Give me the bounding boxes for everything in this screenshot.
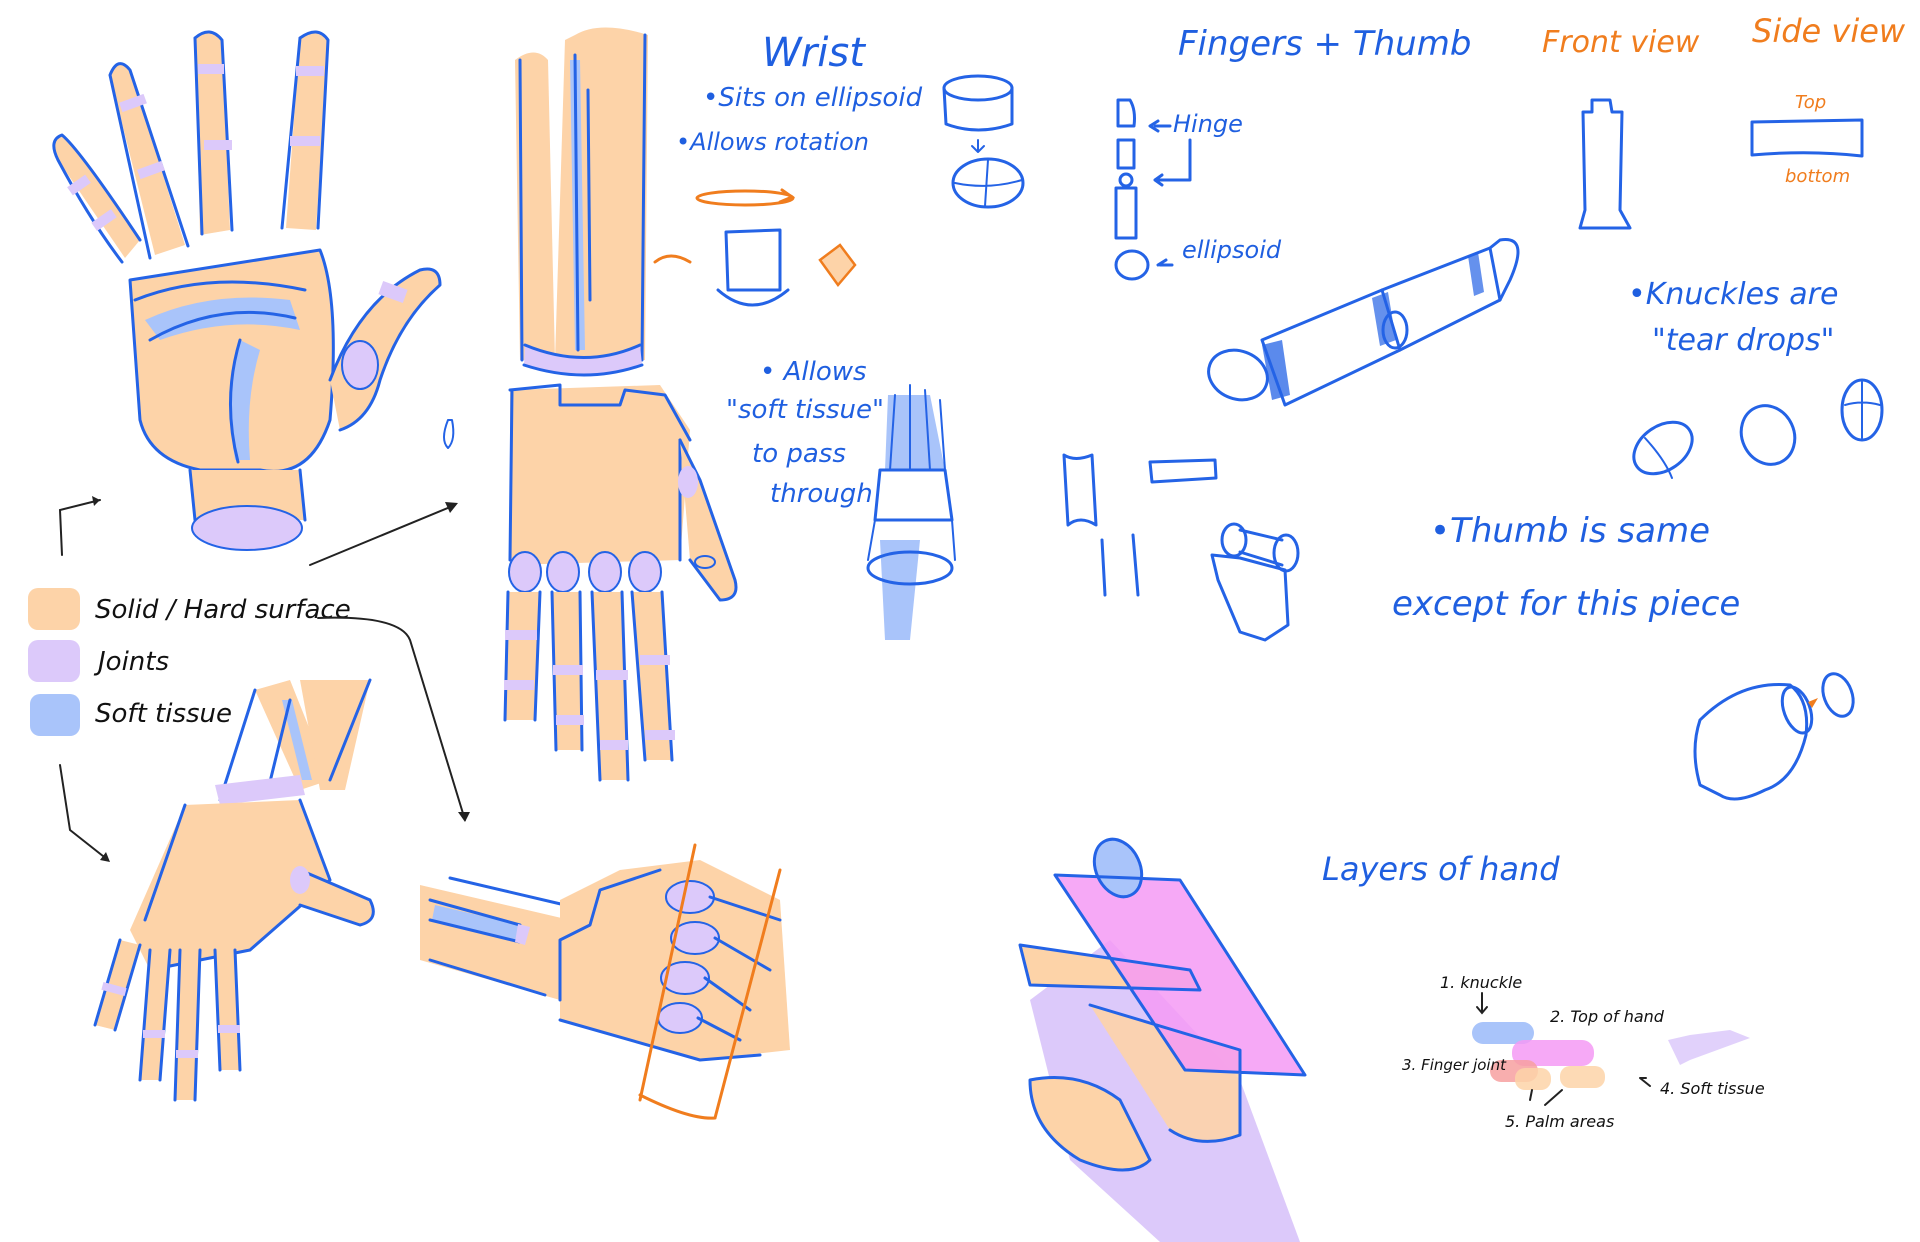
arrowhead-icon	[458, 812, 470, 822]
back-view-hand-drawing	[503, 27, 738, 782]
front-view-sketch	[1578, 98, 1632, 230]
fingers-thumb-section: Fingers + Thumb Hinge ellipsoid	[1062, 24, 1520, 642]
layer-swatch-soft-tissue	[1668, 1030, 1750, 1065]
palm-view-hand-drawing	[52, 30, 442, 551]
wrist-ring-sketch	[873, 468, 954, 522]
soft-tissue-note-2: "soft tissue"	[726, 395, 884, 425]
top-of-hand-layer	[1055, 875, 1305, 1075]
hinge-arrow-icon	[1148, 119, 1172, 133]
rotation-arrowhead-icon	[778, 188, 796, 204]
arrow-to-angled-hand	[59, 764, 109, 861]
layer-swatch-palm-1	[1515, 1068, 1551, 1090]
layer-label-palm-areas: 5. Palm areas	[1505, 1112, 1614, 1131]
legend-arrows	[58, 496, 470, 862]
hinge-label: Hinge	[1173, 110, 1243, 138]
arrow-up-to-palm-hand	[58, 499, 101, 556]
ellipsoid-orange-sketch	[818, 243, 857, 288]
soft-tissue-note-1: • Allows	[760, 357, 867, 387]
layers-title: Layers of hand	[1322, 850, 1560, 888]
angled-hand-drawing	[93, 678, 375, 1102]
arrowhead-icon	[445, 502, 458, 513]
bottom-label: bottom	[1785, 166, 1850, 187]
thumb-piece-sketch	[1693, 682, 1809, 801]
thumb-ellipsoid-sketch	[1821, 672, 1855, 718]
finger-3d-sketch	[1207, 238, 1520, 407]
arrow-to-fist-hand	[317, 616, 466, 821]
fingertip-segment	[1116, 98, 1136, 128]
finger-ellipsoid	[1114, 249, 1150, 281]
hinge-piece-sketch	[1210, 522, 1300, 642]
arrow-down-icon	[1476, 992, 1488, 1015]
wrist-cylinder-sketch	[716, 228, 790, 307]
thumb-note-2: except for this piece	[1392, 584, 1740, 624]
down-arrow-icon	[971, 139, 985, 153]
wrist-notes: Wrist •Sits on ellipsoid •Allows rotatio…	[653, 30, 1025, 640]
layer-label-top-of-hand: 2. Top of hand	[1550, 1007, 1665, 1026]
hinge-arrow-2-icon	[1153, 138, 1192, 187]
rotation-ring-icon	[695, 189, 795, 207]
layer-label-soft-tissue: 4. Soft tissue	[1660, 1079, 1765, 1098]
layer-label-finger-joint: 3. Finger joint	[1402, 1056, 1507, 1074]
teardrop-knuckle-2	[1739, 404, 1797, 466]
soft-tissue-note-3: to pass	[752, 439, 846, 469]
side-view-sketch	[1750, 118, 1864, 158]
finger-part-lines	[1100, 533, 1140, 597]
knuckle-row	[508, 551, 662, 593]
wrist-bullet-2: •Allows rotation	[676, 128, 869, 156]
knuckles-section: •Knuckles are "tear drops"	[1628, 277, 1884, 479]
arrowhead-icon	[92, 496, 100, 506]
finger-part-side	[1148, 458, 1218, 484]
thumb-note-1: •Thumb is same	[1430, 511, 1710, 551]
ellipsoid-guides	[954, 159, 1023, 207]
side-view-label: Side view	[1752, 12, 1906, 50]
arrowhead-icon	[100, 852, 110, 862]
arrow-icon	[1639, 1077, 1651, 1087]
legend-swatch-solid	[28, 588, 80, 630]
knuckles-note-2: "tear drops"	[1652, 323, 1834, 358]
fist-grip-drawing	[420, 843, 790, 1120]
teardrop-sketch	[443, 419, 455, 449]
views-section: Front view Side view Top bottom	[1542, 12, 1906, 230]
soft-tissue-note-4: through	[770, 479, 873, 509]
cylinder-body	[942, 86, 1014, 132]
layered-hand-drawing	[1018, 837, 1307, 1242]
teardrop-knuckle-1	[1632, 420, 1694, 476]
legend-label-joints: Joints	[93, 647, 169, 677]
fingers-title: Fingers + Thumb	[1178, 24, 1471, 64]
ellipsoid-arrow-icon	[1156, 258, 1174, 267]
wrist-bullet-1: •Sits on ellipsoid	[703, 83, 923, 113]
ellipsoid-label: ellipsoid	[1182, 236, 1282, 264]
thumb-section: •Thumb is same except for this piece	[1392, 511, 1855, 801]
front-view-label: Front view	[1542, 25, 1700, 60]
layers-section: Layers of hand 1. knuckle 2. Top of hand…	[1322, 850, 1765, 1131]
finger-base-segment	[1114, 186, 1138, 240]
cylinder-top	[942, 74, 1014, 102]
soft-tissue-through-ring	[880, 395, 945, 640]
wrist-title: Wrist	[762, 30, 866, 76]
legend-label-soft-tissue: Soft tissue	[95, 699, 232, 729]
arrow-to-back-hand	[309, 504, 456, 566]
ellipsoid-sketch	[951, 157, 1025, 209]
legend-swatch-soft-tissue	[30, 694, 80, 736]
legend-swatch-joints	[28, 640, 80, 682]
layer-swatch-knuckle	[1472, 1022, 1534, 1044]
finger-part-front	[1062, 453, 1098, 527]
layer-swatch-top-of-hand	[1512, 1040, 1594, 1066]
color-legend: Solid / Hard surface Joints Soft tissue	[28, 588, 351, 736]
knuckles-note-1: •Knuckles are	[1628, 277, 1838, 312]
palm-arrows-icon	[1529, 1089, 1563, 1106]
legend-label-solid: Solid / Hard surface	[95, 595, 351, 625]
teardrop-knuckle-3	[1840, 378, 1884, 442]
layer-swatch-palm-2	[1560, 1066, 1605, 1088]
finger-middle-segment	[1116, 138, 1136, 170]
orange-arrow-icon	[1808, 698, 1818, 708]
rotate-left-arrow-icon	[653, 254, 692, 264]
layer-label-knuckle: 1. knuckle	[1440, 973, 1522, 992]
top-label: Top	[1795, 92, 1826, 113]
